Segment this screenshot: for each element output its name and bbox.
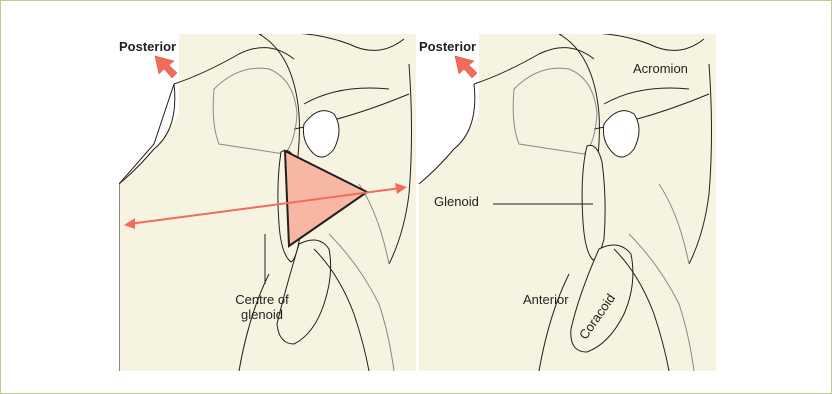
acromion-label: Acromion — [633, 61, 688, 76]
left-shoulder-panel: Posterior Centre of glenoid — [119, 34, 416, 371]
posterior-label: Posterior — [419, 39, 476, 54]
glenoid-label: Glenoid — [434, 194, 479, 209]
centre-label-line2: glenoid — [212, 307, 312, 322]
anterior-label: Anterior — [523, 292, 569, 307]
glenoid-outline — [582, 145, 605, 260]
up-left-arrow-icon — [455, 56, 477, 78]
centre-of-glenoid-label: Centre of glenoid — [212, 292, 312, 322]
centre-label-line1: Centre of — [212, 292, 312, 307]
right-shoulder-panel: Posterior Acromion Glenoid Anterior Cora… — [419, 34, 716, 371]
posterior-label: Posterior — [119, 39, 176, 54]
up-left-arrow-icon — [155, 56, 177, 78]
